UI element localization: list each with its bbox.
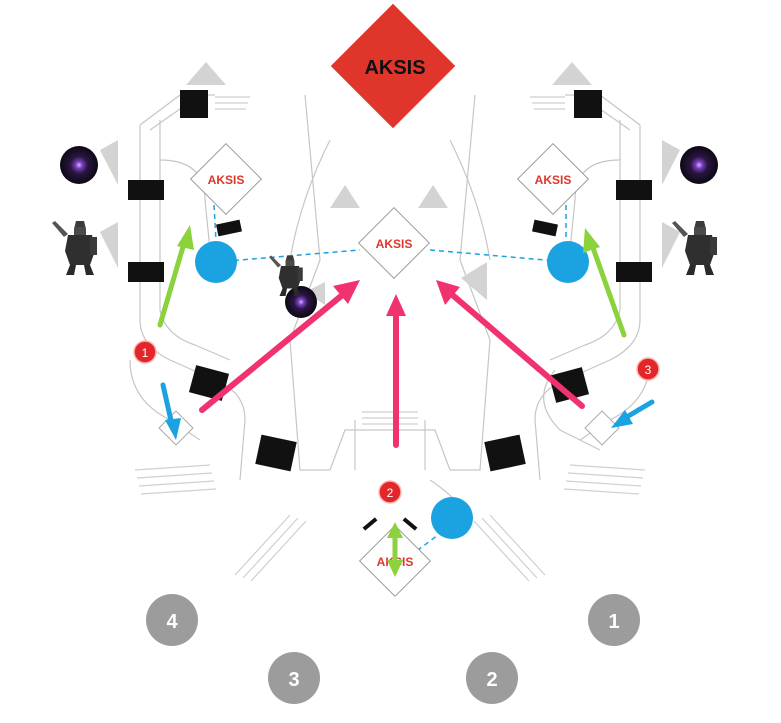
svg-text:1: 1 [608,611,619,633]
center-objective[interactable]: AKSIS [357,206,431,280]
main-push-arrows [199,280,585,448]
stair-hatching [134,96,646,582]
cover-marker [418,185,448,208]
step-markers: 1 2 3 [133,340,660,504]
main-objective-label: AKSIS [364,57,425,79]
cover-block [616,180,652,200]
step-marker-2[interactable]: 2 [378,480,402,504]
orb-icon [285,286,317,318]
cover-marker [305,282,325,305]
cover-marker [186,62,226,85]
svg-text:1: 1 [142,346,149,360]
approach-points [158,410,620,446]
svg-text:4: 4 [166,611,178,633]
cover-marker [330,185,360,208]
spawn-point-2[interactable]: 2 [466,652,518,704]
svg-text:2: 2 [387,486,394,500]
left-objective[interactable]: AKSIS [189,142,263,216]
cover-block [128,262,164,282]
cover-marker [100,222,118,268]
orb-icon [60,146,98,184]
step-marker-3[interactable]: 3 [636,357,660,381]
knight-icon [672,221,717,275]
cover-block [255,434,297,472]
flank-arrows [157,225,627,577]
cover-blocks [128,90,652,531]
capture-point [547,241,589,283]
objectives-layer: AKSIS AKSIS AKSIS AKSIS AKSIS [189,3,590,598]
capture-point [431,497,473,539]
cover-marker [552,62,592,85]
spawn-point-4[interactable]: 4 [146,594,198,646]
cover-block [128,180,164,200]
cover-marker [100,140,118,185]
svg-text:3: 3 [645,363,652,377]
cover-marker [662,222,680,268]
spawn-point-3[interactable]: 3 [268,652,320,704]
cover-block [574,90,602,118]
capture-point [195,241,237,283]
cover-block [180,90,208,118]
cover-direction-markers [100,62,680,305]
left-objective-label: AKSIS [208,173,245,187]
orb-icon [680,146,718,184]
cover-block [362,517,378,531]
cover-block [402,517,418,531]
knight-icon [269,255,303,296]
cover-block [484,434,526,472]
knight-icon [52,221,97,275]
cover-block [216,219,242,237]
cover-marker [662,140,680,185]
cover-block [532,219,558,237]
retreat-arrows [160,382,655,440]
cover-block [616,262,652,282]
main-objective[interactable]: AKSIS [330,3,456,129]
right-objective-label: AKSIS [535,173,572,187]
step-marker-1[interactable]: 1 [133,340,157,364]
orbs-layer [60,146,718,318]
spawn-point-1[interactable]: 1 [588,594,640,646]
approach-point [584,410,620,446]
svg-text:3: 3 [288,669,299,691]
right-objective[interactable]: AKSIS [516,142,590,216]
spawn-points: 4 3 2 1 [146,594,640,704]
cover-block [548,367,590,403]
capture-points [195,241,589,539]
center-objective-label: AKSIS [376,237,413,251]
svg-text:2: 2 [486,669,497,691]
cover-block [188,365,230,401]
cover-marker [461,262,487,300]
